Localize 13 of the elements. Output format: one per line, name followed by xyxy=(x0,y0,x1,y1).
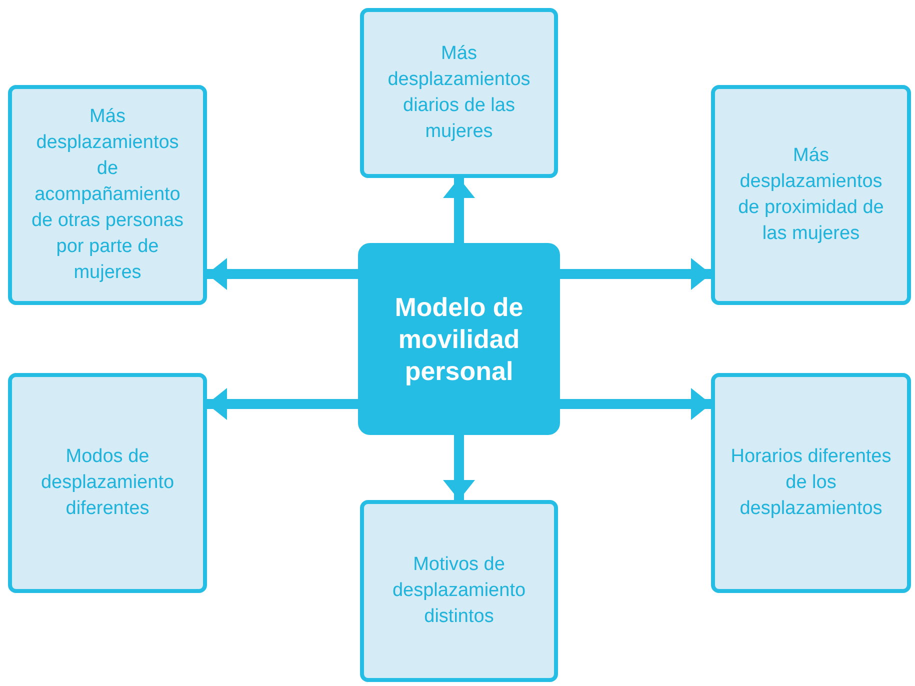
topic-box: Motivos de desplazamiento distintos xyxy=(360,500,558,682)
arrow xyxy=(443,435,475,500)
arrow xyxy=(207,258,358,290)
arrow xyxy=(207,388,358,420)
arrow xyxy=(443,178,475,243)
topic-box: Modos de desplazamiento diferentes xyxy=(8,373,207,593)
topic-box: Más desplazamientos de proximidad de las mujeres xyxy=(711,85,911,305)
topic-box: Más desplazamientos diarios de las mujeres xyxy=(360,8,558,178)
arrow xyxy=(560,388,711,420)
topic-box: Más desplazamientos de acompañamiento de otras personas por parte de mujeres xyxy=(8,85,207,305)
arrow xyxy=(560,258,711,290)
central-box: Modelo de movilidad personal xyxy=(358,243,560,435)
topic-box: Horarios diferentes de los desplazamientos xyxy=(711,373,911,593)
